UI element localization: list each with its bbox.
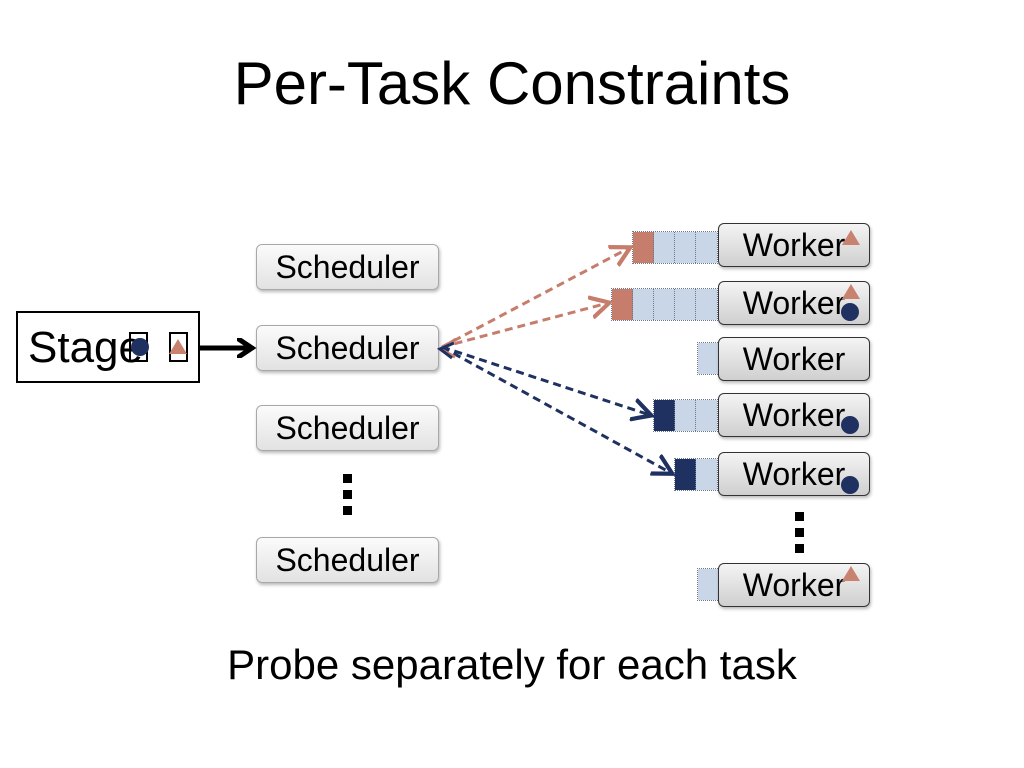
scheduler-ellipsis: [343, 474, 353, 515]
reverse-arrowhead: [437, 341, 455, 360]
queue-slot: [698, 569, 719, 600]
stage-label: Stage: [28, 323, 143, 372]
queue-slot: [675, 232, 696, 263]
circle-icon: [131, 338, 149, 356]
worker-box[interactable]: Worker: [718, 452, 870, 496]
slide-title: Per-Task Constraints: [233, 50, 791, 117]
probe-arrow: [441, 345, 650, 415]
queue-slot-probe: [654, 400, 675, 431]
ellipsis-dot: [795, 544, 804, 553]
scheduler-box[interactable]: Scheduler: [256, 244, 439, 290]
ellipsis-dot: [343, 490, 352, 499]
circle-icon: [841, 303, 859, 321]
triangle-icon: [169, 339, 187, 354]
queue-slot: [654, 289, 675, 320]
queue-slot-probe: [612, 289, 633, 320]
circle-icon: [841, 476, 859, 494]
scheduler-box[interactable]: Scheduler: [256, 537, 439, 583]
probe-arrow: [441, 345, 671, 473]
triangle-icon: [842, 230, 860, 245]
stage-box: Stage: [16, 311, 200, 383]
worker-box[interactable]: Worker: [718, 563, 870, 607]
queue-slot: [696, 289, 717, 320]
ellipsis-dot: [343, 474, 352, 483]
triangle-icon: [842, 566, 860, 581]
queue-slot: [675, 289, 696, 320]
ellipsis-dot: [343, 506, 352, 515]
worker-queue: [674, 458, 718, 491]
worker-queue: [632, 231, 718, 264]
queue-slot: [698, 343, 719, 374]
queue-slot: [696, 232, 717, 263]
triangle-icon: [842, 284, 860, 299]
worker-queue: [611, 288, 718, 321]
worker-box[interactable]: Worker: [718, 337, 870, 381]
worker-ellipsis: [795, 512, 805, 553]
slide-caption: Probe separately for each task: [227, 641, 797, 688]
queue-slot-probe: [675, 459, 696, 490]
queue-slot: [633, 289, 654, 320]
queue-slot-probe: [633, 232, 654, 263]
queue-slot: [654, 232, 675, 263]
probe-arrow: [441, 248, 629, 349]
scheduler-box[interactable]: Scheduler: [256, 325, 439, 371]
worker-queue: [653, 399, 718, 432]
probe-arrow: [441, 303, 608, 349]
queue-slot: [696, 400, 717, 431]
queue-slot: [696, 459, 717, 490]
scheduler-box[interactable]: Scheduler: [256, 405, 439, 451]
ellipsis-dot: [795, 512, 804, 521]
queue-slot: [675, 400, 696, 431]
ellipsis-dot: [795, 528, 804, 537]
circle-icon: [841, 416, 859, 434]
